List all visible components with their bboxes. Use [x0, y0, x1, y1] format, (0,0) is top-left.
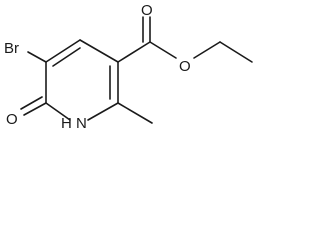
bond-c5-c4-double: [52, 47, 81, 67]
bond-ester-carbon-oxygen: [149, 41, 177, 59]
ring-nitrogen-label: N: [76, 115, 87, 132]
bond-c2-n1: [87, 102, 119, 121]
bond-c5-br: [27, 51, 47, 63]
ketone-oxygen-label: O: [6, 111, 18, 128]
bond-c6-o: [23, 102, 47, 116]
bond-ch2-ch3: [219, 41, 253, 63]
bromine-label: Br: [4, 40, 19, 57]
bond-c2-methyl: [117, 102, 153, 124]
bond-c3-ester-carbon: [117, 41, 151, 63]
ester-carbonyl-oxygen-label: O: [141, 2, 153, 19]
bond-n1-c6: [45, 102, 71, 121]
bond-c4-c3: [79, 39, 119, 63]
nitrogen-hydrogen-label: H: [61, 115, 72, 132]
bond-c6-o-double: [20, 96, 43, 110]
ester-ether-oxygen-label: O: [179, 58, 191, 75]
structure-canvas: Br O N H O O: [4, 2, 253, 132]
bond-c5-c4: [45, 39, 81, 63]
chemical-structure-diagram: Br O N H O O: [4, 2, 253, 132]
bond-oxygen-ch2: [193, 41, 221, 59]
